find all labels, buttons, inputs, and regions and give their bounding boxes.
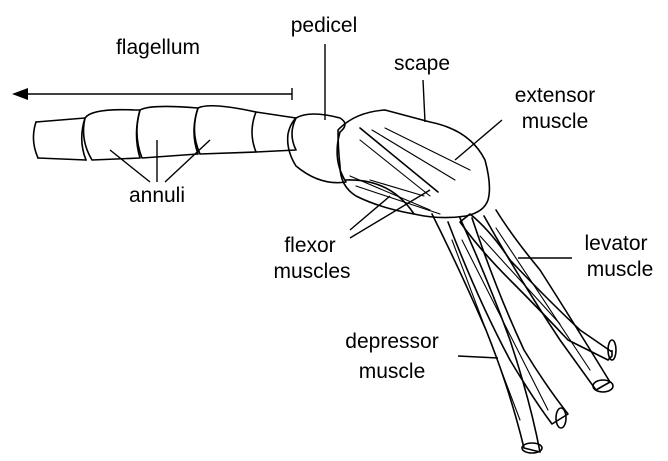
pedicel-shape [288, 44, 346, 183]
flagellum-segments [33, 106, 296, 160]
flagellum-label: flagellum [116, 36, 200, 60]
extensor-label: extensor [515, 84, 596, 108]
levator-muscle-label: muscle [587, 258, 654, 282]
extensor-pointer [455, 120, 502, 160]
flagellum-arrow [12, 88, 292, 100]
depressor-muscle-label: muscle [359, 360, 426, 384]
scape-label: scape [394, 52, 450, 76]
depressor-label: depressor [345, 330, 438, 354]
flexor-muscles-label: muscles [273, 260, 350, 284]
flexor-label: flexor [284, 234, 335, 258]
scape-shape [338, 80, 489, 218]
pedicel-label: pedicel [291, 14, 358, 38]
levator-label: levator [584, 232, 647, 256]
extensor-muscle-label: muscle [522, 110, 589, 134]
depressor-muscle-shape [432, 214, 568, 453]
annuli-label: annuli [129, 184, 185, 208]
